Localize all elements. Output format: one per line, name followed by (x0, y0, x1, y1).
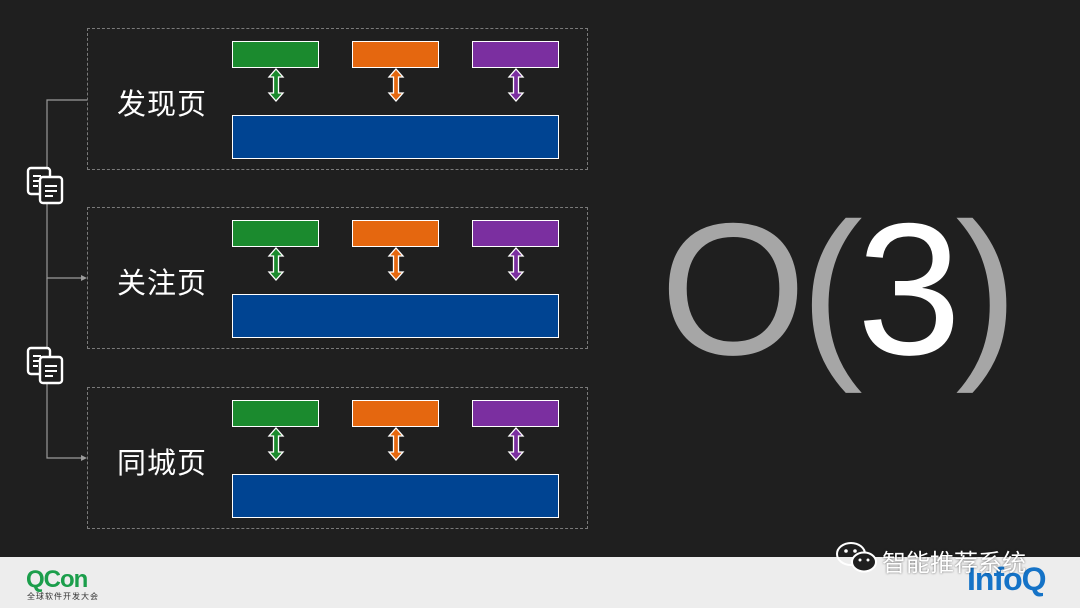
complexity-open: O( (660, 184, 863, 394)
qcon-logo: QCon (26, 566, 88, 593)
double-arrow-icon (507, 247, 525, 281)
double-arrow-icon (267, 68, 285, 102)
complexity-close: ) (955, 184, 1018, 394)
purple-block (472, 400, 559, 427)
orange-block (352, 41, 439, 68)
panel-follow: 关注页 (87, 207, 588, 349)
green-block (232, 220, 319, 247)
qcon-subtitle: 全球软件开发大会 (27, 592, 99, 601)
blue-block (232, 294, 559, 338)
complexity-value: 3 (856, 184, 962, 394)
double-arrow-icon (387, 247, 405, 281)
green-block (232, 41, 319, 68)
panel-discover: 发现页 (87, 28, 588, 170)
purple-block (472, 220, 559, 247)
wechat-account-name: 智能推荐系统 (882, 549, 1026, 577)
double-arrow-icon (387, 427, 405, 461)
complexity-label: O(3) (660, 195, 1018, 383)
footer-bar (0, 557, 1080, 608)
double-arrow-icon (267, 247, 285, 281)
blue-block (232, 474, 559, 518)
connector-line-mid (46, 204, 85, 279)
blue-block (232, 115, 559, 159)
arrowhead-mid (81, 275, 87, 281)
panel-label: 发现页 (117, 87, 208, 121)
double-arrow-icon (507, 68, 525, 102)
arrowhead-bottom (81, 455, 87, 461)
orange-block (352, 400, 439, 427)
document-stack-icon (26, 346, 64, 385)
panel-label: 同城页 (117, 446, 208, 480)
connector-line-bottom (46, 384, 85, 459)
purple-block (472, 41, 559, 68)
double-arrow-icon (507, 427, 525, 461)
panel-label: 关注页 (117, 266, 208, 300)
connector-line-top (46, 99, 87, 178)
orange-block (352, 220, 439, 247)
infoq-logo: InfoQ (967, 561, 1047, 597)
double-arrow-icon (387, 68, 405, 102)
wechat-icon (836, 542, 877, 573)
panel-local: 同城页 (87, 387, 588, 529)
double-arrow-icon (267, 427, 285, 461)
green-block (232, 400, 319, 427)
document-stack-icon (26, 166, 64, 205)
